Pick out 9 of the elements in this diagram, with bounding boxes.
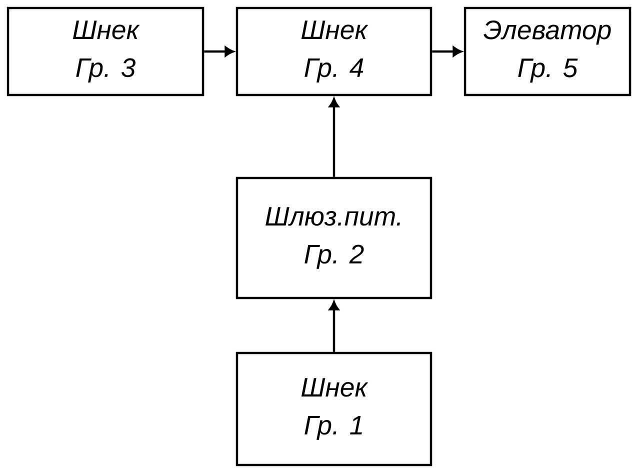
- arrow: [204, 46, 234, 56]
- process-box: Элеватор Гр. 5: [464, 6, 632, 96]
- arrow: [329, 301, 339, 352]
- process-box: Шнек Гр. 1: [236, 352, 432, 466]
- arrow: [432, 46, 462, 56]
- arrow: [329, 98, 339, 177]
- process-box: Шнек Гр. 4: [236, 6, 432, 96]
- process-box: Шлюз.пит. Гр. 2: [236, 176, 432, 300]
- process-box: Шнек Гр. 3: [6, 6, 204, 96]
